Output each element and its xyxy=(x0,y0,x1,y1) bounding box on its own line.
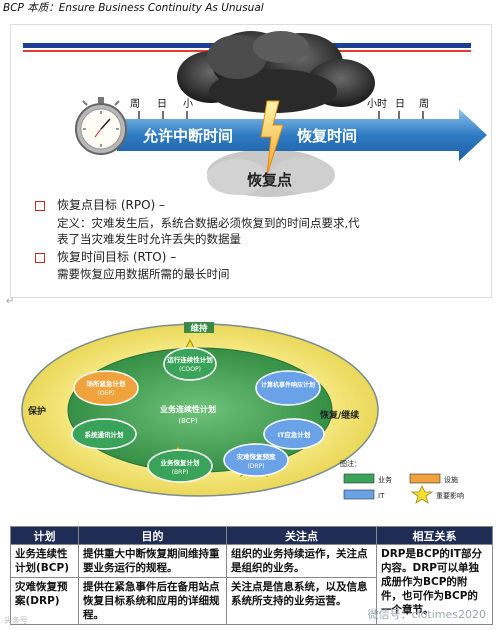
comm-node-name: 系统通讯计划 xyxy=(85,430,125,439)
center-bcp-abbr: (BCP) xyxy=(178,417,198,425)
oep-node-abbr: (OEP) xyxy=(98,390,115,397)
ring-label-top: 维持 xyxy=(190,323,208,334)
time-label-week-left: 周 xyxy=(130,98,140,110)
legend-swatch-it xyxy=(343,489,375,500)
bcp-slide: 周 日 小 小时 日 周 允许中断时间 恢复时间 xyxy=(10,24,492,298)
table-cell: 组织的业务持续运作，关注点是组织的业务。 xyxy=(226,544,377,578)
table-row: 灾难恢复预案(DRP) 提供在紧急事件后在备用站点恢复目标系统和应用的详细规程。… xyxy=(10,577,493,625)
plan-comparison-table: 计划 目的 关注点 相互关系 业务连续性计划(BCP) 提供重大中断恢复期间维持… xyxy=(10,526,493,625)
bullet-rpo-title: 恢复点目标 (RPO) – xyxy=(57,198,166,212)
bullet-rto-line1: 需要恢复应用数据所需的最长时间 xyxy=(57,267,230,281)
drp-node xyxy=(223,443,289,477)
oep-node xyxy=(73,370,139,406)
timeline-graphic: 周 日 小 小时 日 周 允许中断时间 恢复时间 xyxy=(75,31,487,197)
table-row: 业务连续性计划(BCP) 提供重大中断恢复期间维持重要业务运行的规程。 组织的业… xyxy=(10,544,493,625)
arrow-right-label: 恢复时间 xyxy=(297,127,357,145)
table-header-relation: 相互关系 xyxy=(376,526,493,545)
time-label-day-left: 日 xyxy=(157,99,167,110)
bullet-marker-rpo xyxy=(35,201,45,211)
bullet-rpo-line1: 定义：灾难发生后，系统合数据必须恢复到的时间点要求,代 xyxy=(57,216,360,230)
drp-node-abbr: (DRP) xyxy=(247,463,264,470)
stopwatch-icon xyxy=(75,97,127,155)
time-label-week-right: 周 xyxy=(419,98,429,110)
time-label-hour-left: 小 xyxy=(183,98,193,110)
bullet-rto-title: 恢复时间目标 (RTO) – xyxy=(57,250,177,264)
table-header-purpose: 目的 xyxy=(78,526,227,545)
cirp-node xyxy=(255,370,321,406)
bullet-rpo-line2: 表了当灾难发生时允许丢失的数据量 xyxy=(57,232,241,246)
legend-label-it: IT xyxy=(378,492,385,500)
brp-node-abbr: (BRP) xyxy=(172,469,189,476)
legend-swatch-impact xyxy=(410,485,434,504)
bcp-diagram: 维持 保护 恢复/继续 业务连续性计划 (BCP) 运行连续性计划 (COOP)… xyxy=(21,322,464,504)
oep-node-name: 场所紧急计划 xyxy=(87,379,127,388)
brp-node-name: 业务恢复计划 xyxy=(161,458,201,467)
table-cell: 灾难恢复预案(DRP) xyxy=(10,577,79,625)
coop-node xyxy=(163,347,217,381)
itcp-node-name: IT应急计划 xyxy=(278,430,311,439)
center-bcp-title: 业务连续性计划 xyxy=(160,404,216,414)
ring-label-left: 保护 xyxy=(27,405,46,417)
ring-label-right: 恢复/继续 xyxy=(320,409,359,421)
legend-label-impact: 重要影响 xyxy=(436,491,464,500)
diagram-legend: 图注： 业务 设施 IT 重要影响 xyxy=(340,459,464,504)
table-cell: 提供在紧急事件后在备用站点恢复目标系统和应用的详细规程。 xyxy=(78,577,227,625)
table-header-focus: 关注点 xyxy=(226,526,377,545)
legend-label-facility: 设施 xyxy=(444,475,458,484)
table-cell: 提供重大中断恢复期间维持重要业务运行的规程。 xyxy=(78,544,227,578)
recovery-point-label: 恢复点 xyxy=(247,171,292,189)
table-header-row: 计划 目的 关注点 相互关系 xyxy=(10,526,493,545)
document-title: BCP 本质：Ensure Business Continuity As Unu… xyxy=(3,2,264,14)
legend-title: 图注： xyxy=(340,459,361,468)
coop-node-abbr: (COOP) xyxy=(179,366,201,373)
legend-swatch-business xyxy=(343,473,375,484)
storm-cloud xyxy=(177,31,375,113)
itcp-node xyxy=(263,418,325,450)
return-mark: ↵ xyxy=(6,296,15,307)
comm-node xyxy=(71,418,137,450)
table-cell: 关注点是信息系统，以及信息系统所支持的业务运营。 xyxy=(226,577,377,625)
table-cell: 业务连续性计划(BCP) xyxy=(10,544,79,578)
table-header-plan: 计划 xyxy=(10,526,79,545)
timeline-arrow xyxy=(117,109,487,161)
table-cell: DRP是BCP的IT部分内容。DRP可以单独成册作为BCP的附件，也可作为BCP… xyxy=(376,544,493,625)
legend-swatch-facility xyxy=(409,473,441,484)
legend-label-business: 业务 xyxy=(378,475,392,484)
brp-node xyxy=(147,449,213,483)
watermark-text: 微信号：ciotimes2020 xyxy=(367,608,486,621)
drp-node-name: 灾难恢复预案 xyxy=(237,452,277,461)
arrow-left-label: 允许中断时间 xyxy=(142,127,233,145)
time-label-hour-right: 小时 xyxy=(367,98,387,110)
bullet-marker-rto xyxy=(35,253,45,263)
time-label-day-right: 日 xyxy=(395,99,405,110)
lightning-bolt xyxy=(260,100,284,176)
coop-node-name: 运行连续性计划 xyxy=(167,355,213,364)
cirp-node-name: 计算机事件响应计划 xyxy=(261,381,315,389)
watermark-small: 头条号 xyxy=(4,616,28,625)
